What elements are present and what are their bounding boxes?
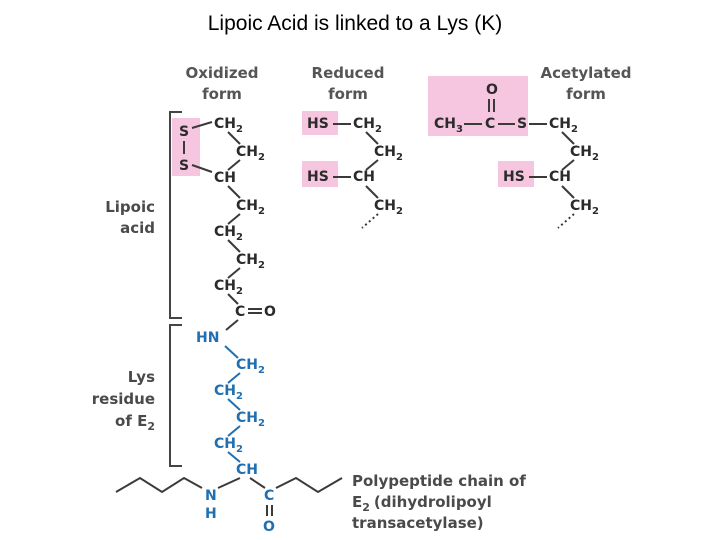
bond-s2-ch — [191, 164, 213, 173]
atom-ch2: CH2 — [353, 116, 382, 135]
atom-hs: HS — [503, 169, 525, 185]
atom-ch2: CH2 — [374, 144, 403, 163]
atom-amide-hn: HN — [196, 330, 219, 346]
lys-residue-bracket — [169, 324, 182, 467]
bond-c-double-o — [248, 308, 262, 314]
lipoyl-chain: CH2 CH2 CH CH2 CH2 CH2 CH2 C O — [214, 116, 276, 331]
atom-ch2: CH2 — [214, 224, 243, 243]
atom-ch2: CH2 — [570, 198, 599, 217]
atom-thioester-s: S — [517, 116, 527, 132]
atom-backbone-o: O — [263, 519, 275, 535]
atom-carbonyl-c: C — [235, 304, 245, 320]
atom-alpha-ch: CH — [236, 462, 258, 478]
atom-s1: S — [179, 124, 189, 140]
acetylated-form: O CH3 C S CH2 CH2 HS CH CH2 — [434, 82, 599, 229]
oxidized-header-line1: Oxidized — [185, 64, 258, 82]
atom-carbonyl-o: O — [264, 304, 276, 320]
atom-ch2: CH2 — [214, 383, 243, 402]
lipoic-acid-bracket — [169, 111, 182, 319]
atom-backbone-c: C — [264, 488, 274, 504]
polypeptide-label-line1: Polypeptide chain of — [352, 472, 526, 490]
lys-residue-label-line1: Lys — [128, 368, 155, 386]
bond-s1-ch2 — [191, 121, 213, 129]
atom-ch2: CH2 — [236, 410, 265, 429]
page-title: Lipoic Acid is linked to a Lys (K) — [207, 12, 503, 35]
atom-hs: HS — [307, 169, 329, 185]
atom-ch2: CH2 — [214, 436, 243, 455]
acetylated-header-line2: form — [566, 85, 606, 103]
bond-backbone-c-double-o — [266, 505, 273, 516]
atom-ch2: CH2 — [236, 252, 265, 271]
atom-ch2: CH2 — [236, 144, 265, 163]
thiol-highlight-bottom — [302, 161, 338, 187]
acetyl-group-highlight — [428, 76, 528, 136]
acetyl-thiol-highlight — [498, 161, 534, 187]
atom-hs: HS — [307, 116, 329, 132]
atom-ch2: CH2 — [214, 278, 243, 297]
lipoic-acid-label-line2: acid — [120, 219, 155, 237]
atom-backbone-h: H — [205, 506, 217, 522]
atom-ch: CH — [549, 169, 571, 185]
atom-ch2: CH2 — [549, 116, 578, 135]
atom-acetyl-o: O — [486, 82, 498, 98]
atom-ch: CH — [353, 169, 375, 185]
atom-s2: S — [179, 158, 189, 174]
lys-residue-label-line3: of E2 — [115, 412, 155, 433]
thiol-highlight-top — [302, 111, 338, 135]
atom-ch2: CH2 — [236, 357, 265, 376]
lysine-residue: HN CH2 CH2 CH2 CH2 CH — [196, 330, 265, 478]
reduced-header-line1: Reduced — [312, 64, 385, 82]
polypeptide-label-line3: transacetylase) — [352, 514, 484, 532]
lipoic-acid-label-line1: Lipoic — [105, 198, 155, 216]
atom-ch2: CH2 — [570, 144, 599, 163]
atom-backbone-n: N — [205, 488, 217, 504]
bond-acetyl-c-double-o — [488, 99, 495, 112]
atom-acetyl-c: C — [485, 116, 495, 132]
acetylated-header-line1: Acetylated — [541, 64, 632, 82]
lys-residue-label-line2: residue — [92, 390, 155, 408]
oxidized-header-line2: form — [202, 85, 242, 103]
polypeptide-label-line2: E2(dihydrolipoyl — [352, 493, 492, 514]
atom-ch2: CH2 — [374, 198, 403, 217]
atom-ch2: CH2 — [236, 198, 265, 217]
polypeptide-backbone: N H C O — [115, 476, 343, 535]
atom-ch2: CH2 — [214, 116, 243, 135]
reduced-header-line2: form — [328, 85, 368, 103]
atom-ch3: CH3 — [434, 116, 463, 135]
atom-ch: CH — [214, 170, 236, 186]
reduced-form: HS CH2 CH2 HS CH CH2 — [307, 116, 403, 229]
